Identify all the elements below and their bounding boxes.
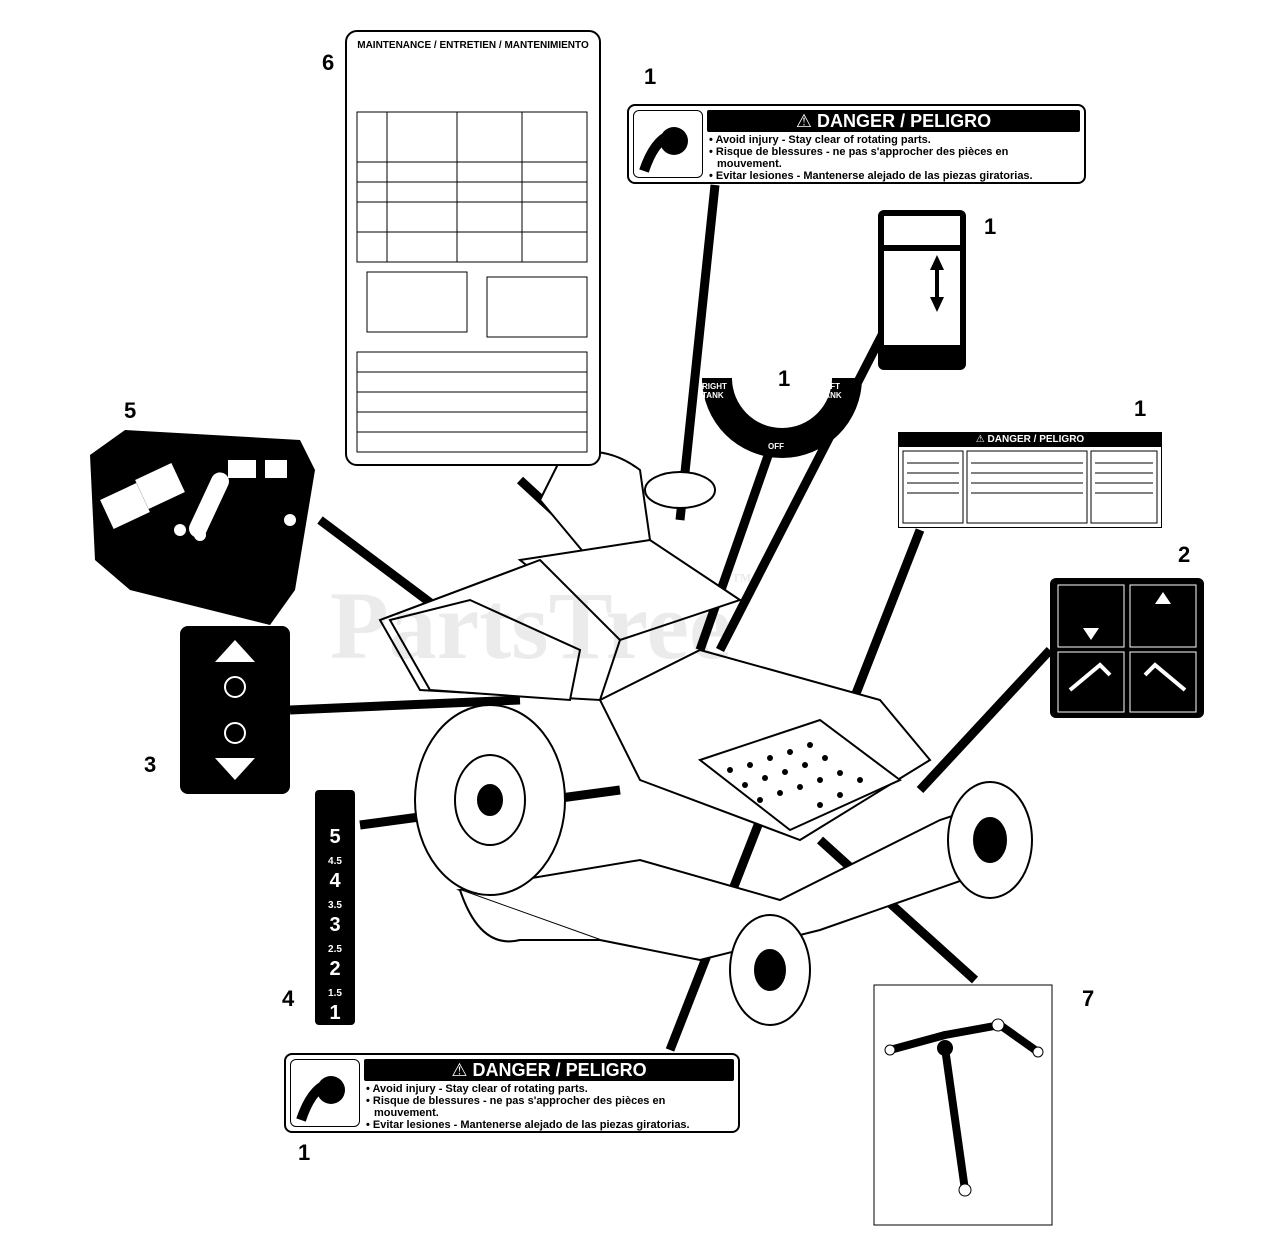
danger-label-top: ⚠ DANGER / PELIGRO Avoid injury - Stay c… bbox=[627, 104, 1086, 184]
control-panel-decal bbox=[90, 430, 315, 625]
park-brake-decal bbox=[180, 626, 290, 794]
left-tank-label: LEFT TANK bbox=[820, 382, 842, 400]
height-mark-4: 4 bbox=[329, 870, 341, 892]
height-mark-2-5: 2.5 bbox=[328, 944, 342, 955]
callout-1-bottom: 1 bbox=[298, 1140, 311, 1165]
danger-line-3: Evitar lesiones - Mantenerse alejado de … bbox=[707, 170, 1074, 182]
right-tank-label: RIGHT TANK bbox=[702, 382, 727, 400]
danger-line-2: Risque de blessures - ne pas s'approcher… bbox=[707, 146, 1074, 170]
height-mark-2: 2 bbox=[329, 958, 341, 980]
height-mark-4-5: 4.5 bbox=[328, 856, 342, 867]
height-mark-5: 5 bbox=[329, 826, 341, 848]
safety-header: ⚠ DANGER / PELIGRO bbox=[899, 433, 1161, 447]
maintenance-label: MAINTENANCE / ENTRETIEN / MANTENIMIENTO bbox=[345, 30, 601, 466]
danger-label-bottom: ⚠ DANGER / PELIGRO Avoid injury - Stay c… bbox=[284, 1053, 740, 1133]
callout-2: 2 bbox=[1178, 542, 1191, 567]
danger-header: ⚠ DANGER / PELIGRO bbox=[707, 110, 1080, 132]
cut-height-ruler-decal: 5 4.5 4 3.5 3 2.5 2 1.5 1 bbox=[315, 790, 355, 1025]
danger-line-2: Risque de blessures - ne pas s'approcher… bbox=[364, 1095, 728, 1119]
watermark: PartsTree™ bbox=[330, 570, 752, 679]
callout-1-tank: 1 bbox=[778, 366, 791, 391]
wheels bbox=[414, 704, 1033, 1026]
linkage-decal bbox=[873, 984, 1053, 1226]
danger-header: ⚠ DANGER / PELIGRO bbox=[364, 1059, 734, 1081]
hand-hazard-icon bbox=[290, 1059, 360, 1127]
safety-warning-label: ⚠ DANGER / PELIGRO bbox=[898, 432, 1162, 528]
callout-7: 7 bbox=[1082, 986, 1095, 1011]
height-mark-1: 1 bbox=[329, 1002, 341, 1024]
callout-5: 5 bbox=[124, 398, 137, 423]
callout-1-lift-arrows: 1 bbox=[984, 214, 997, 239]
off-label: OFF bbox=[768, 442, 784, 451]
control-pod bbox=[388, 598, 582, 702]
lift-arrows-decal bbox=[878, 210, 966, 370]
danger-line-1: Avoid injury - Stay clear of rotating pa… bbox=[364, 1083, 728, 1095]
danger-line-1: Avoid injury - Stay clear of rotating pa… bbox=[707, 134, 1074, 146]
callout-1-safety: 1 bbox=[1134, 396, 1147, 421]
maintenance-title: MAINTENANCE / ENTRETIEN / MANTENIMIENTO bbox=[357, 40, 589, 51]
drive-direction-decal bbox=[1050, 578, 1204, 718]
hand-hazard-icon bbox=[633, 110, 703, 178]
callout-4: 4 bbox=[282, 986, 295, 1011]
height-mark-1-5: 1.5 bbox=[328, 988, 342, 999]
fuel-tank-selector-decal: RIGHT TANK LEFT TANK OFF bbox=[702, 378, 862, 463]
footplate-holes bbox=[727, 742, 863, 808]
callout-3: 3 bbox=[144, 752, 157, 777]
height-mark-3: 3 bbox=[329, 914, 341, 936]
callout-6: 6 bbox=[322, 50, 335, 75]
danger-line-3: Evitar lesiones - Mantenerse alejado de … bbox=[364, 1119, 728, 1131]
callout-1-top: 1 bbox=[644, 64, 657, 89]
height-mark-3-5: 3.5 bbox=[328, 900, 342, 911]
